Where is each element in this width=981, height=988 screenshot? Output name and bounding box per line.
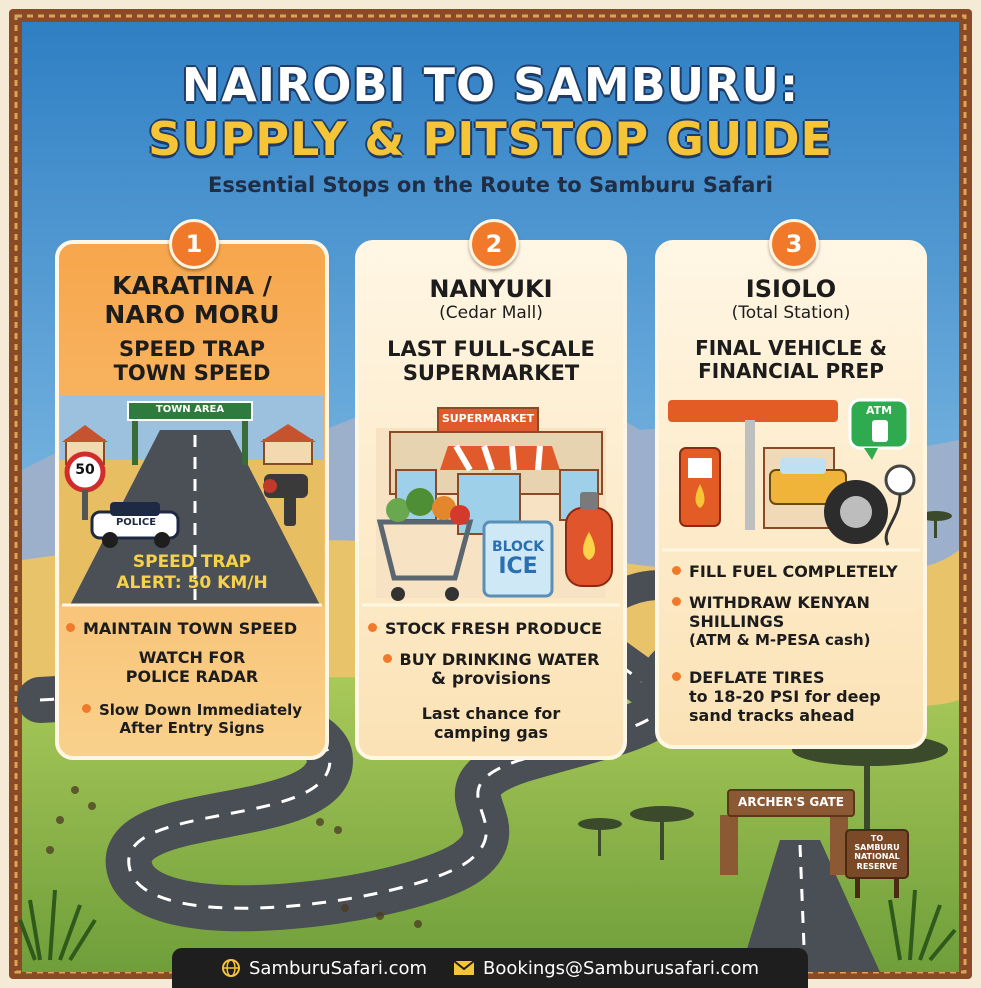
stop-3-tip-2-line2: SHILLINGS xyxy=(689,612,785,632)
stop-1-tip-2: WATCH FOR POLICE RADAR xyxy=(60,648,324,686)
reserve-sign-line2: SAMBURU xyxy=(854,843,900,853)
card-1-scene xyxy=(60,395,324,605)
stop-3-number-badge: 3 xyxy=(769,219,819,269)
footer-website[interactable]: SamburuSafari.com xyxy=(221,958,427,979)
stop-3-tip-1-text: FILL FUEL COMPLETELY xyxy=(689,562,898,581)
footer-email[interactable]: Bookings@Samburusafari.com xyxy=(453,958,759,979)
stop-2-tip-3-line1: Last chance for xyxy=(421,704,561,723)
stop-3-tip-2-line1: WITHDRAW KENYAN xyxy=(689,593,870,612)
subtitle: Essential Stops on the Route to Samburu … xyxy=(208,173,773,197)
stop-1-name: KARATINA / NARO MORU xyxy=(60,271,324,330)
archers-gate-sign: ARCHER'S GATE xyxy=(738,795,844,809)
stop-1-name-line1: KARATINA / xyxy=(112,271,272,300)
archers-gate xyxy=(720,789,909,898)
reserve-sign-line4: RESERVE xyxy=(856,861,898,871)
gate-road xyxy=(740,840,880,972)
bullet-icon xyxy=(672,597,681,606)
stop-3-tip-2-line3: (ATM & M-PESA cash) xyxy=(689,631,871,650)
stop-2-tip-1: STOCK FRESH PRODUCE xyxy=(368,619,622,638)
stop-1-headline: SPEED TRAP TOWN SPEED xyxy=(60,337,324,385)
footer-bar: SamburuSafari.com Bookings@Samburusafari… xyxy=(172,948,808,988)
stop-1-tip-2-line2: POLICE RADAR xyxy=(125,667,259,687)
stop-3-tip-1: FILL FUEL COMPLETELY xyxy=(672,562,922,581)
stop-1-number-badge: 1 xyxy=(169,219,219,269)
stop-1-tip-3-line2: After Entry Signs xyxy=(119,719,265,737)
stop-1-tip-3: Slow Down Immediately After Entry Signs xyxy=(60,701,324,737)
stop-2-tip-2-line2: & provisions xyxy=(431,669,551,690)
card-3-scene xyxy=(668,398,916,546)
email-link[interactable]: Bookings@Samburusafari.com xyxy=(483,957,760,979)
stop-2-name-line2: (Cedar Mall) xyxy=(439,302,543,323)
reserve-direction-sign: TO SAMBURU NATIONAL RESERVE xyxy=(846,834,908,871)
stop-1-name-line2: NARO MORU xyxy=(104,299,280,329)
bullet-icon xyxy=(672,672,681,681)
supermarket-sign: SUPERMARKET xyxy=(441,412,535,425)
stop-2-tip-3-line2: camping gas xyxy=(433,723,549,743)
animal-tracks xyxy=(46,786,422,928)
stop-3-headline-line2: FINANCIAL PREP xyxy=(698,359,884,383)
stop-2-headline-line1: LAST FULL-SCALE xyxy=(387,337,595,361)
stop-3-tip-3-line3: sand tracks ahead xyxy=(689,706,855,726)
atm-icon: ATM xyxy=(865,404,893,417)
block-ice-line1: BLOCK xyxy=(491,539,545,555)
main-title-line2: SUPPLY & PITSTOP GUIDE xyxy=(148,112,833,166)
stop-3-tip-3-line2: to 18-20 PSI for deep xyxy=(689,687,881,707)
stop-1-tip-1-text: MAINTAIN TOWN SPEED xyxy=(83,619,298,638)
stop-3-tip-3-line1: DEFLATE TIRES xyxy=(689,668,825,687)
stop-2-headline: LAST FULL-SCALE SUPERMARKET xyxy=(360,337,622,385)
speed-trap-alert: SPEED TRAP ALERT: 50 KM/H xyxy=(60,552,324,595)
bullet-icon xyxy=(66,623,75,632)
reserve-sign-line3: NATIONAL xyxy=(854,852,900,862)
stop-3-name-line2: (Total Station) xyxy=(731,302,851,323)
bullet-icon xyxy=(81,704,91,713)
main-title-line1: NAIROBI TO SAMBURU: xyxy=(181,58,800,112)
stop-3-name: ISIOLO (Total Station) xyxy=(660,275,922,323)
stop-2-headline-line2: SUPERMARKET xyxy=(402,361,580,386)
bullet-icon xyxy=(368,623,377,632)
bullet-icon xyxy=(672,566,681,575)
stop-2-number-badge: 2 xyxy=(469,219,519,269)
speed-limit-sign: 50 xyxy=(75,462,95,478)
speed-trap-alert-line1: SPEED TRAP xyxy=(132,552,252,572)
police-car-label: POLICE xyxy=(115,517,157,528)
stop-3-name-line1: ISIOLO xyxy=(745,275,837,303)
town-area-sign: TOWN AREA xyxy=(155,404,225,415)
block-ice-label: BLOCK ICE xyxy=(484,539,552,580)
stop-2-name: NANYUKI (Cedar Mall) xyxy=(360,275,622,323)
stop-1-headline-line2: TOWN SPEED xyxy=(113,361,271,386)
website-link[interactable]: SamburuSafari.com xyxy=(248,957,428,979)
reserve-sign-line1: TO xyxy=(870,834,884,843)
bullet-icon xyxy=(382,654,392,663)
stop-3-tip-2: WITHDRAW KENYAN SHILLINGS (ATM & M-PESA … xyxy=(672,593,922,649)
stop-1-tip-3-line1: Slow Down Immediately xyxy=(98,701,303,719)
block-ice-line2: ICE xyxy=(498,554,538,580)
stop-3-headline: FINAL VEHICLE & FINANCIAL PREP xyxy=(660,337,922,383)
stop-1-headline-line1: SPEED TRAP xyxy=(118,337,266,361)
stop-1-tip-1: MAINTAIN TOWN SPEED xyxy=(66,619,324,638)
stop-2-tip-3: Last chance for camping gas xyxy=(360,704,622,742)
speed-trap-alert-line2: ALERT: 50 KM/H xyxy=(116,573,268,594)
envelope-icon xyxy=(453,960,475,975)
stop-2-tip-2: BUY DRINKING WATER & provisions xyxy=(360,650,622,690)
stop-2-tip-1-text: STOCK FRESH PRODUCE xyxy=(385,619,603,638)
stop-3-tip-3: DEFLATE TIRES to 18-20 PSI for deep sand… xyxy=(672,668,922,726)
grass-tufts xyxy=(18,889,957,962)
globe-icon xyxy=(221,959,240,977)
card-2-scene xyxy=(376,407,613,601)
stop-2-name-line1: NANYUKI xyxy=(429,275,553,303)
stop-2-tip-2-line1: BUY DRINKING WATER xyxy=(399,650,600,669)
stop-1-tip-2-line1: WATCH FOR xyxy=(138,648,246,667)
stop-3-headline-line1: FINAL VEHICLE & xyxy=(695,336,887,360)
